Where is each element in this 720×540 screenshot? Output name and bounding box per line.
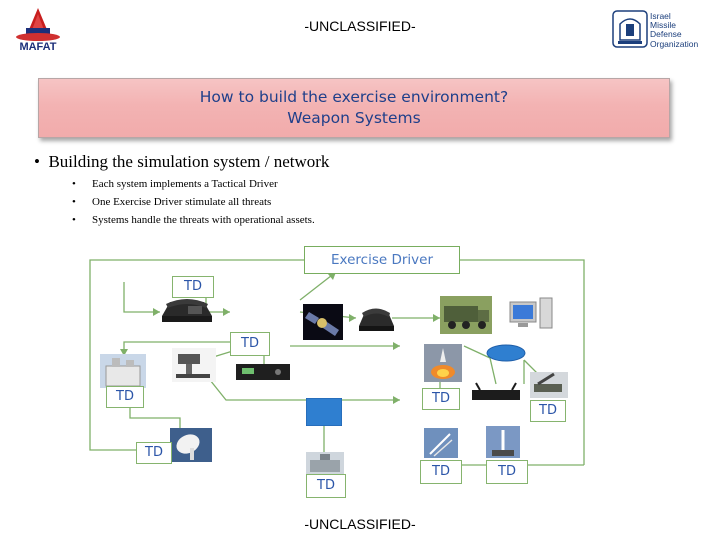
desk-phone-icon (158, 296, 216, 324)
td-label-6: TD (136, 442, 172, 464)
launcher-icon (172, 348, 216, 382)
td-label-4: TD (422, 388, 460, 410)
td-label-7: TD (306, 474, 346, 498)
computer-icon (508, 296, 554, 332)
td-label-8: TD (420, 460, 462, 484)
military-truck-icon (440, 296, 492, 334)
mafat-logo: MAFAT (8, 6, 70, 53)
title-box: How to build the exercise environment? W… (38, 78, 670, 138)
imdo-line-3: Defense (650, 29, 682, 40)
sub-bullet-text: Systems handle the threats with operatio… (92, 214, 315, 226)
router-icon (470, 382, 522, 402)
sub-bullet-text: One Exercise Driver stimulate all threat… (92, 196, 272, 208)
imdo-emblem-icon (612, 10, 648, 48)
td-label-2: TD (230, 332, 270, 356)
td-label-3: TD (106, 386, 144, 408)
interceptor-launch-icon (424, 428, 458, 458)
sub-bullet-1: • Each system implements a Tactical Drive… (72, 178, 278, 190)
bullet-dot: • (72, 214, 76, 226)
main-bullet: • Building the simulation system / netwo… (34, 152, 329, 172)
td-label-1: TD (172, 276, 214, 298)
sub-bullet-3: • Systems handle the threats with operati… (72, 214, 315, 226)
bullet-dot: • (72, 178, 76, 190)
bullet-dot: • (72, 196, 76, 208)
imdo-line-4: Organization (650, 38, 699, 49)
radar-installation-icon (306, 452, 344, 474)
title-line-2: Weapon Systems (287, 109, 421, 127)
sub-bullet-2: • One Exercise Driver stimulate all threa… (72, 196, 271, 208)
td-label-5: TD (530, 400, 566, 422)
radar-building-icon (100, 354, 146, 388)
imdo-line-1: Israel (650, 11, 671, 21)
radio-device-icon (234, 356, 292, 384)
mafat-logo-text: MAFAT (19, 41, 56, 52)
exercise-driver-box: Exercise Driver (304, 246, 460, 274)
main-bullet-text: Building the simulation system / network (48, 152, 330, 171)
classification-top: -UNCLASSIFIED- (304, 18, 416, 34)
title-line-1: How to build the exercise environment? (199, 88, 509, 106)
td-label-9: TD (486, 460, 528, 484)
imdo-line-2: Missile (650, 20, 676, 31)
sub-bullet-text: Each system implements a Tactical Driver (92, 178, 278, 190)
bullet-dot: • (34, 152, 49, 171)
missile-battery-icon (486, 426, 520, 458)
satellite-icon (303, 304, 343, 340)
control-unit-box (305, 397, 343, 427)
imdo-logo-text: Israel Missile Defense Organization (650, 11, 699, 49)
classification-bottom: -UNCLASSIFIED- (304, 516, 416, 532)
phone-icon (356, 304, 396, 334)
satellite-dish-icon (170, 428, 212, 462)
launcher-vehicle-icon (530, 372, 568, 398)
network-node-ellipse (486, 344, 526, 362)
missile-launch-icon (424, 344, 462, 382)
